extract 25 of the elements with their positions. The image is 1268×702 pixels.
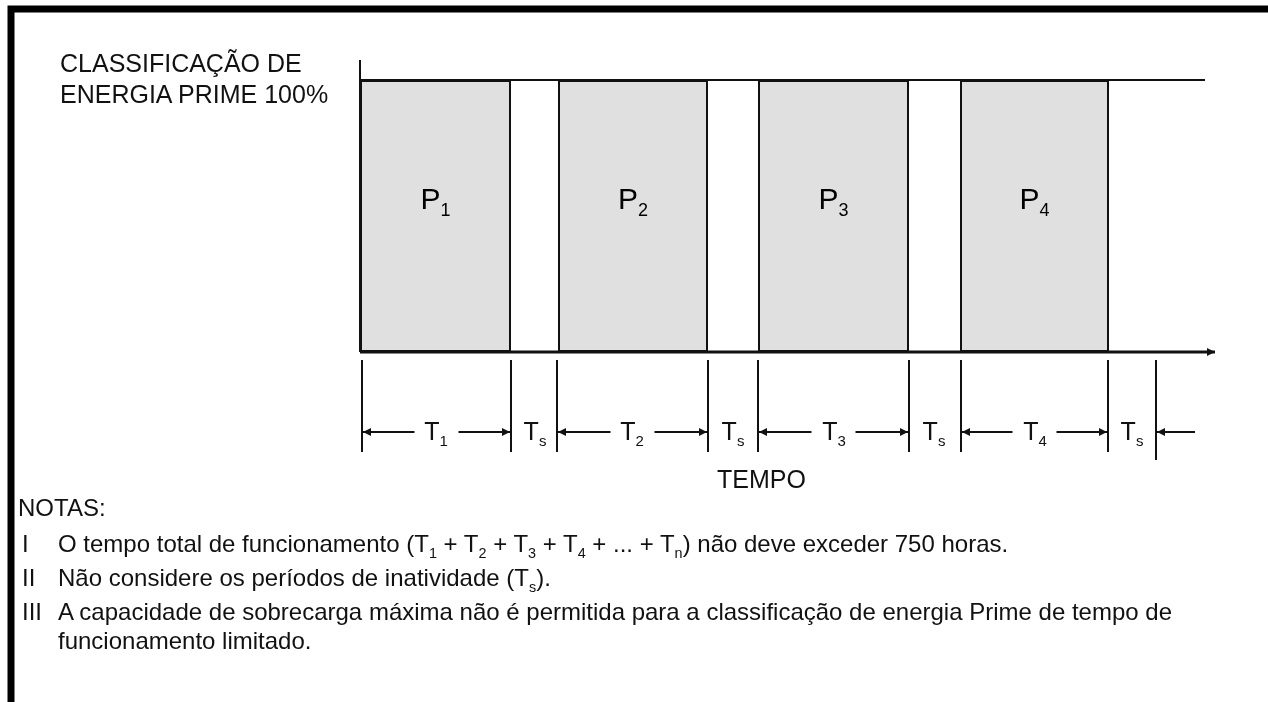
note-number: III: [22, 598, 42, 627]
dimension-label: T$_{s}$: [523, 416, 547, 450]
period-label: P$_{2}$: [618, 182, 648, 222]
axis-title: TEMPO: [717, 464, 806, 494]
dimension-label: T$_{3}$: [822, 416, 846, 450]
note-number: II: [22, 564, 36, 593]
dimension-label: T$_{s}$: [922, 416, 946, 450]
power-period-bar: [960, 80, 1109, 352]
note-text: Não considere os períodos de inatividade (T$_{s}$).: [58, 564, 552, 597]
note-text: A capacidade de sobrecarga máxima não é permitida para a classificação de energia Prime de tempo de funcionamento limitado.: [58, 598, 1173, 656]
dimension-label: T$_{2}$: [620, 416, 644, 450]
power-period-bar: [558, 80, 708, 352]
note-text: O tempo total de funcionamento (T$_{1}$ + T$_{2}$ + T$_{3}$ + T$_{4}$ + ... + T$_{n}$) não deve exceder 750 horas.: [58, 530, 1010, 563]
dimension-label: T$_{4}$: [1023, 416, 1047, 450]
axis-label: CLASSIFICAÇÃO DE ENERGIA PRIME 100%: [60, 48, 330, 111]
dimension-label: T$_{s}$: [721, 416, 745, 450]
power-period-bar: [758, 80, 909, 352]
note-number: I: [22, 530, 29, 559]
dimension-label: T$_{s}$: [1120, 416, 1144, 450]
power-period-bar: [360, 80, 511, 352]
period-label: P$_{4}$: [1019, 182, 1050, 222]
period-label: P$_{3}$: [818, 182, 849, 222]
notes-heading: NOTAS:: [18, 494, 106, 523]
period-label: P$_{1}$: [420, 182, 451, 222]
dimension-label: T$_{1}$: [424, 416, 448, 450]
